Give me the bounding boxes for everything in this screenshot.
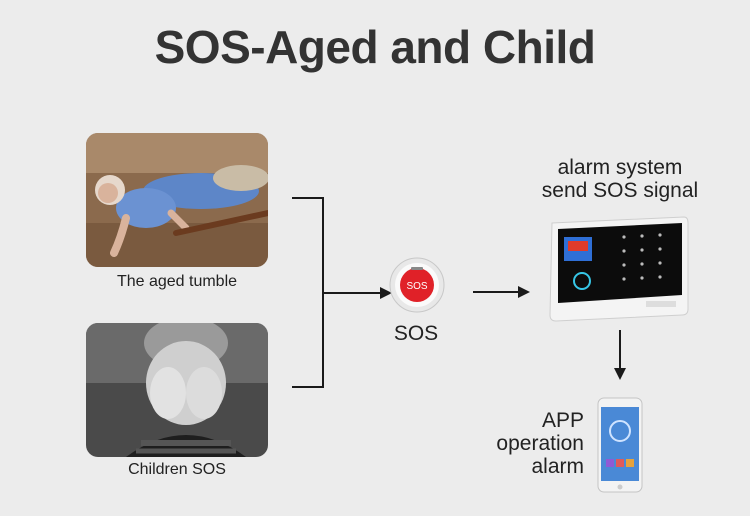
app-caption-line3: alarm [531,455,584,478]
alarm-panel-device [546,215,690,323]
sos-label: SOS [393,322,439,345]
sos-button-device: SOS [389,257,445,313]
app-caption-line1: APP [541,409,584,432]
children-sos-caption: Children SOS [128,461,226,478]
alarm-caption-line1: alarm system [557,156,683,179]
app-caption-line2: operation [496,432,584,455]
app-caption: APP operation alarm [470,409,584,478]
alarm-caption: alarm system send SOS signal [520,156,720,202]
smartphone-device [597,397,643,493]
page-title: SOS-Aged and Child [154,21,596,73]
sos-button-text: SOS [406,281,427,292]
alarm-caption-line2: send SOS signal [541,179,699,202]
children-sos-photo [86,323,268,457]
aged-tumble-photo [86,133,268,267]
aged-tumble-caption: The aged tumble [116,273,238,290]
